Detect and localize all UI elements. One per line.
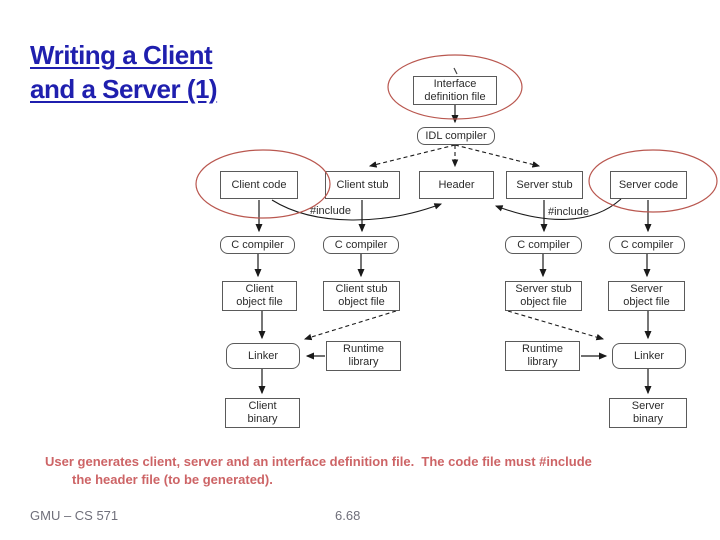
slide-note-line2: the header file (to be generated).	[72, 472, 273, 487]
slide-title-line2: and a Server (1)	[30, 74, 218, 104]
slide-note: User generates client, server and an int…	[45, 453, 705, 489]
solid-arrows	[254, 105, 652, 395]
footer-page-number: 6.68	[335, 508, 361, 523]
slide-title-line1: Writing a Client	[30, 40, 213, 70]
idl-output-dashed-arrows	[303, 144, 605, 341]
include-arcs	[271, 198, 622, 221]
slide-note-line1: User generates client, server and an int…	[45, 454, 592, 469]
footer-course-label: GMU – CS 571	[30, 508, 119, 523]
tick-mark	[453, 67, 458, 75]
slide-title: Writing a Client and a Server (1)	[30, 38, 218, 106]
